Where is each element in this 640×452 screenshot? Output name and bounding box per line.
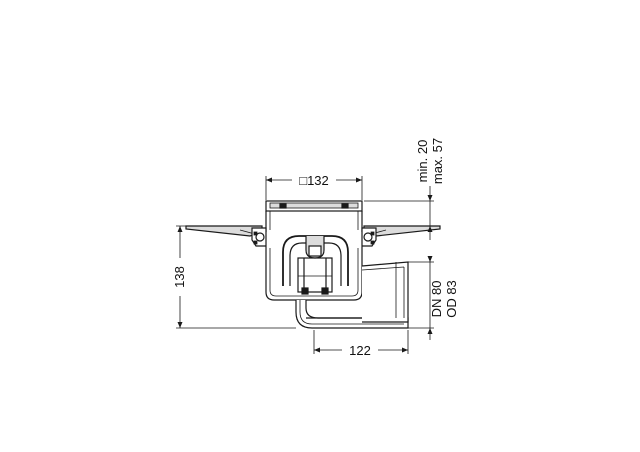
dimension-grate-size-label: □132	[299, 173, 329, 188]
dimension-grate-size: □132	[265, 173, 363, 200]
outlet-pipe	[295, 261, 409, 329]
dimension-flange-min-label: min. 20	[415, 140, 430, 183]
dimension-flange-max-label: max. 57	[430, 138, 445, 184]
odour-trap	[282, 235, 349, 295]
dimension-flange-range: min. 20 max. 57	[364, 138, 445, 240]
dimension-outlet-offset: 122	[313, 330, 409, 358]
dimension-outlet-offset-label: 122	[349, 343, 371, 358]
clamp-left	[251, 227, 267, 247]
dimension-outlet-od-label: OD 83	[444, 280, 459, 318]
clamp-right	[361, 227, 377, 247]
left-flange	[185, 225, 263, 237]
dimension-outlet-diameter: DN 80 OD 83	[408, 256, 459, 340]
dimension-outlet-dn-label: DN 80	[429, 281, 444, 318]
dimension-height: 138	[172, 225, 296, 329]
grate-frame	[265, 200, 363, 232]
dimension-height-label: 138	[172, 266, 187, 288]
